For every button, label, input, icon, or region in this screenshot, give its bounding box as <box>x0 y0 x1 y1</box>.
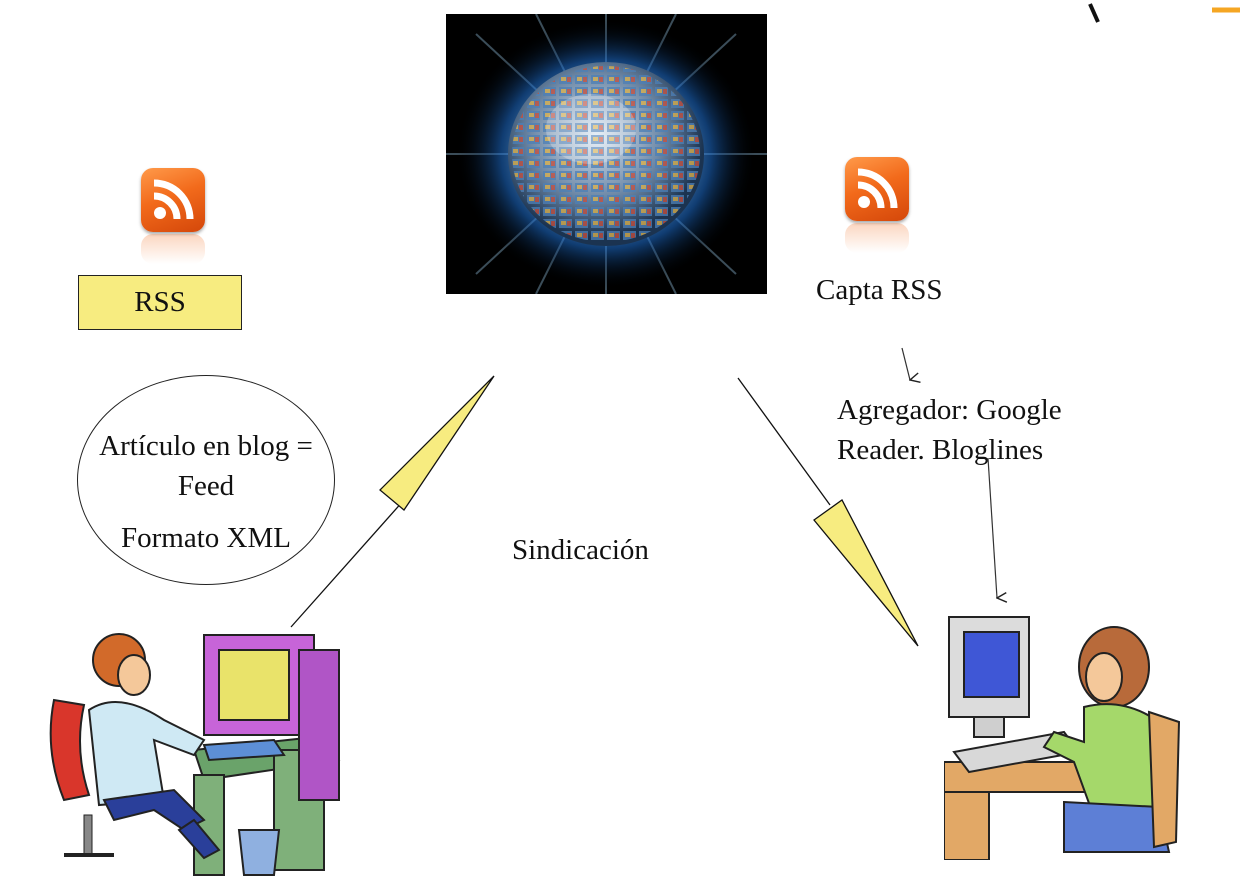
deliver-lightning-arrow <box>813 499 919 647</box>
publish-line <box>290 499 405 628</box>
woman-at-computer-clipart <box>44 630 344 880</box>
feed-circle: Artículo en blog = Feed Formato XML <box>77 375 335 585</box>
capta-rss-label: Capta RSS <box>816 274 943 306</box>
capta-arrow <box>901 347 910 380</box>
aggregator-arrow <box>987 457 997 598</box>
aggregator-label: Agregador: Google Reader. Bloglines <box>837 394 1062 466</box>
corner-decoration <box>1088 3 1240 23</box>
rss-label-box: RSS <box>78 275 242 330</box>
rss-feed-icon <box>845 157 909 253</box>
girl-at-computer-clipart <box>944 612 1184 860</box>
sindicacion-label: Sindicación <box>512 534 649 566</box>
feed-circle-line1: Artículo en blog = Feed <box>99 430 313 502</box>
deliver-line <box>737 377 831 506</box>
rss-feed-icon <box>141 168 205 264</box>
feed-circle-line2: Formato XML <box>121 522 291 554</box>
publish-lightning-arrow <box>379 375 495 511</box>
media-globe-image <box>446 14 767 294</box>
rss-box-label: RSS <box>134 286 186 318</box>
